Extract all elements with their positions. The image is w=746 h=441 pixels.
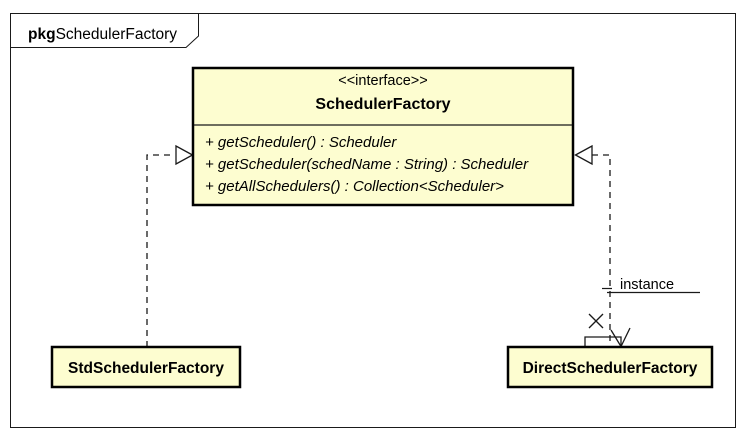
directschedulerfactory-box xyxy=(506,345,714,389)
directschedulerfactory-name: DirectSchedulerFactory xyxy=(523,360,698,377)
interface-stereotype: <<interface>> xyxy=(338,73,428,89)
interface-method-getscheduler-named: + getScheduler(schedName : String) : Sch… xyxy=(205,156,529,173)
package-tab xyxy=(10,13,199,48)
package-name: SchedulerFactory xyxy=(56,26,178,43)
non-navigable-cross-icon xyxy=(588,313,604,329)
realization-edge-right xyxy=(592,154,611,346)
stdschedulerfactory-box xyxy=(50,345,242,389)
instance-association: instance xyxy=(584,277,700,348)
interface-method-getscheduler: + getScheduler() : Scheduler xyxy=(205,134,397,151)
realization-arrowhead-left xyxy=(175,144,194,166)
pkg-keyword: pkg xyxy=(28,26,56,43)
class-node-directschedulerfactory: DirectSchedulerFactory xyxy=(506,345,714,389)
interface-node: <<interface>> SchedulerFactory + getSche… xyxy=(191,66,575,207)
interface-box xyxy=(191,66,575,207)
self-association-loop xyxy=(584,336,622,347)
interface-name: SchedulerFactory xyxy=(315,96,450,113)
instance-label: instance xyxy=(620,277,674,293)
realization-edge-left xyxy=(146,154,175,347)
package-tab-label: pkgSchedulerFactory xyxy=(28,26,177,43)
stdschedulerfactory-name: StdSchedulerFactory xyxy=(68,360,224,377)
class-node-stdschedulerfactory: StdSchedulerFactory xyxy=(50,345,242,389)
interface-method-getallschedulers: + getAllSchedulers() : Collection<Schedu… xyxy=(205,178,504,195)
